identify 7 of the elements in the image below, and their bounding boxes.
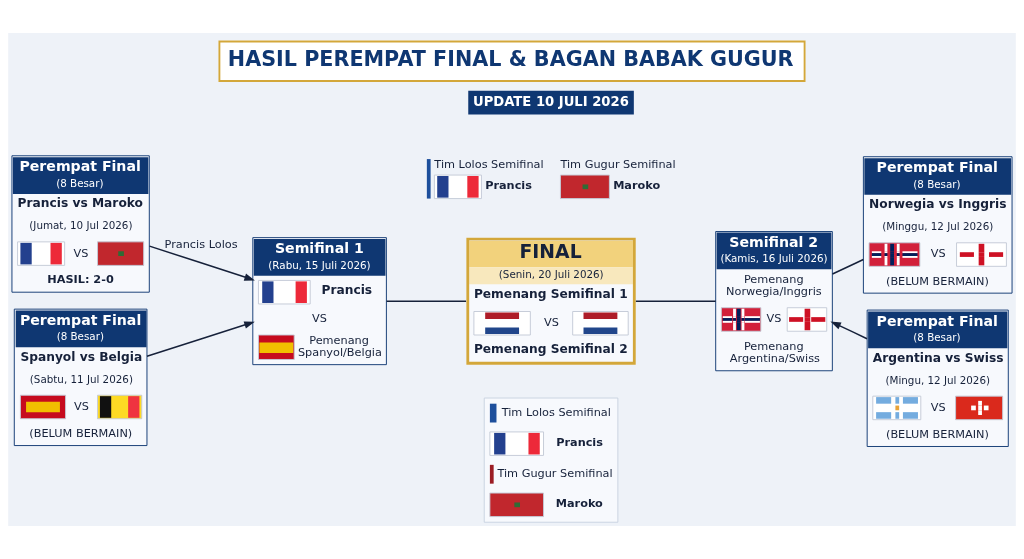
label: Maroko	[613, 178, 661, 192]
label: Tim Lolos Semifinal	[434, 158, 544, 172]
label: Tim Gugur Semifinal	[560, 158, 676, 172]
label: UPDATE 10 JULI 2026	[472, 93, 629, 109]
label: Prancis	[485, 178, 532, 192]
diagram-title: HASIL PEREMPAT FINAL & BAGAN BABAK GUGUR	[227, 46, 794, 71]
edge-label: Prancis Lolos	[164, 238, 238, 252]
